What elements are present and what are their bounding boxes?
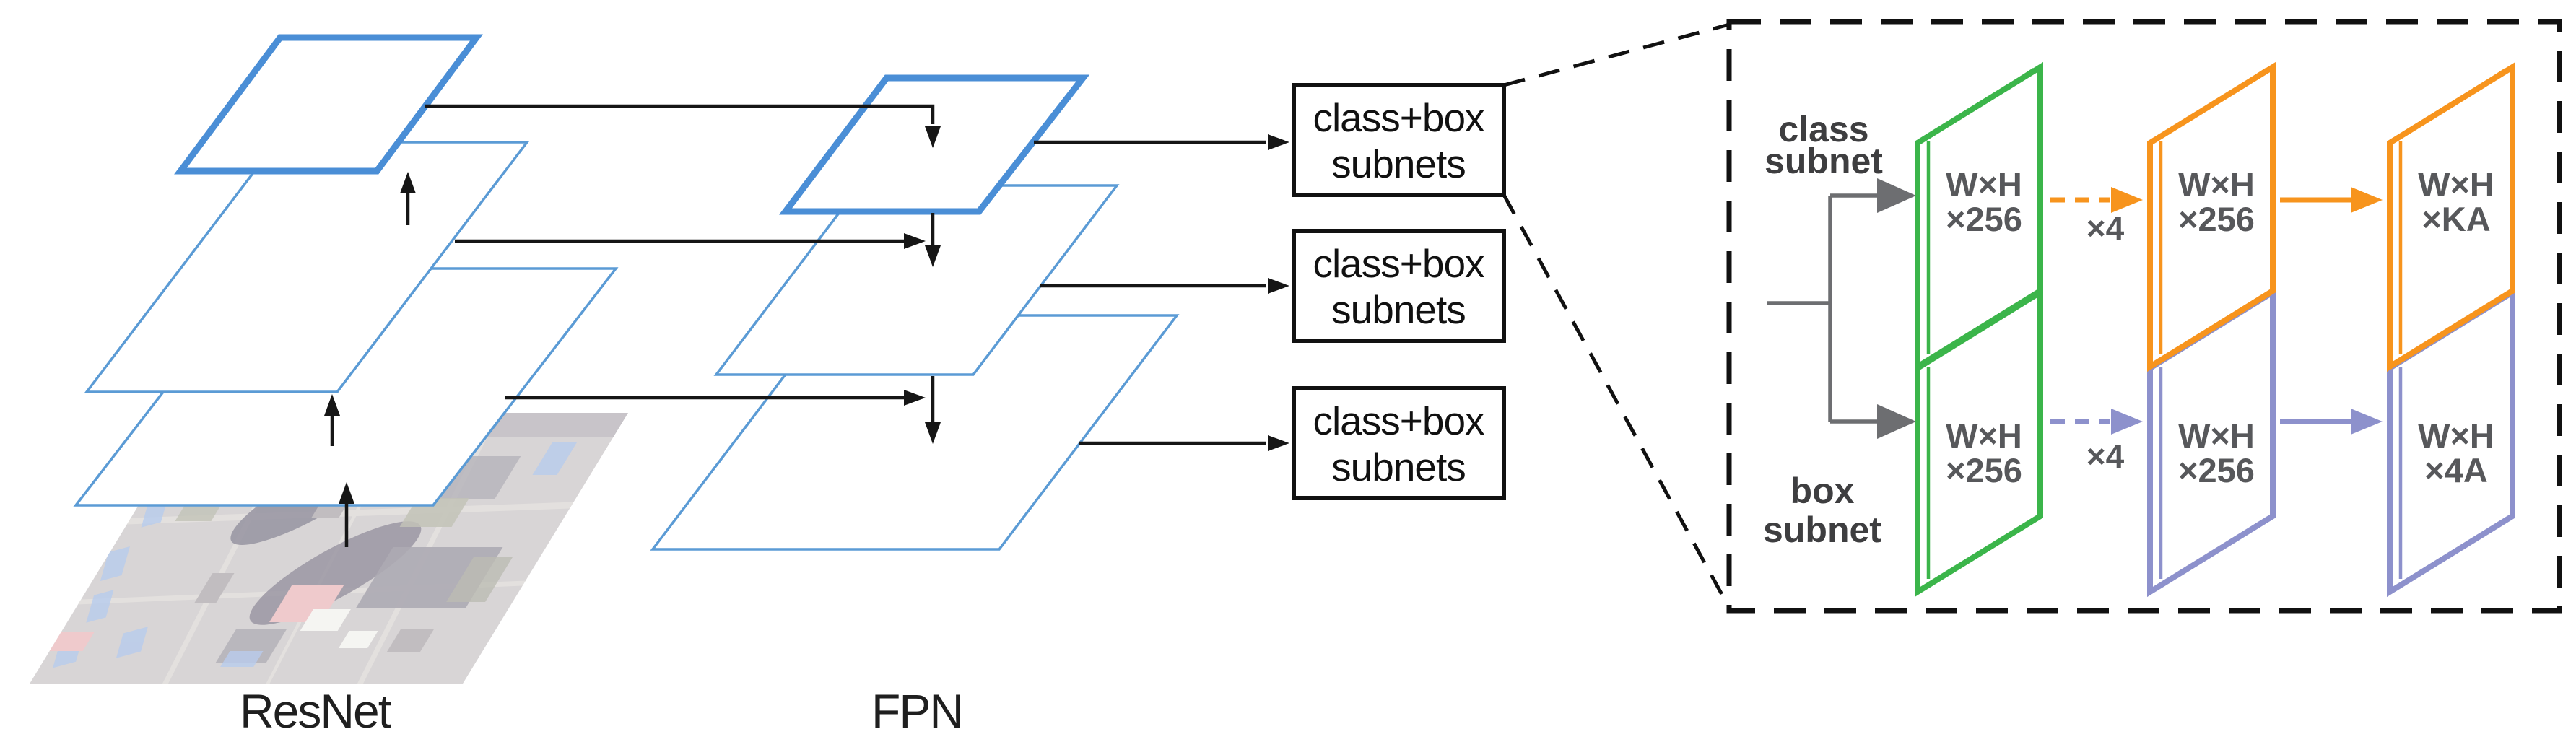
subnet-box-3-line1: class+box <box>1313 398 1484 443</box>
panel-dims-line1: W×H <box>2178 165 2255 204</box>
right-arrowhead-icon <box>1268 435 1289 451</box>
right-arrowhead-icon <box>904 233 926 249</box>
class-subnet-label-line2: subnet <box>1765 141 1883 181</box>
right-arrowhead-icon <box>904 390 926 406</box>
orange-arrowhead-icon <box>2111 187 2143 213</box>
resnet-up-arrow-1 <box>400 172 416 225</box>
fpn-feature-map-p4 <box>713 184 1120 376</box>
resnet-backbone-stack: ResNet <box>29 34 628 738</box>
detail-dashed-border <box>1726 19 2562 614</box>
input-fork <box>1767 178 1916 439</box>
class-subnet-label-line1: class <box>1778 109 1868 149</box>
panel-dims-line2: ×KA <box>2421 200 2490 238</box>
panel-3d-edge <box>2398 68 2507 354</box>
down-arrowhead-icon <box>925 126 941 148</box>
fpn-stack: FPN <box>650 74 1180 738</box>
subnet-box-3: class+box subnets <box>1292 386 1506 500</box>
panel-dims-line2: ×256 <box>1946 200 2022 238</box>
gray-arrowhead-icon <box>1877 404 1916 439</box>
class-conv-output-panel: W×H ×KA <box>2387 61 2515 372</box>
lateral-connections <box>425 104 941 444</box>
class-conv-input-panel: W×H ×256 <box>1915 61 2043 372</box>
panel-dims-line1: W×H <box>2178 416 2255 455</box>
panel-dims-line1: W×H <box>2418 165 2494 204</box>
subnet-box-2-line2: subnets <box>1331 287 1466 332</box>
down-arrowhead-icon <box>925 422 941 444</box>
panel-dims-line1: W×H <box>1946 165 2022 204</box>
panel-3d-edge <box>1926 68 2035 354</box>
box-subnet-label-line2: subnet <box>1763 510 1881 550</box>
panel-dims-line2: ×256 <box>2178 451 2255 489</box>
panel-3d-edge <box>2159 68 2268 354</box>
fpn-label: FPN <box>871 684 962 738</box>
class-row-multiplier: ×4 <box>2087 209 2125 247</box>
class-conv-mid-panel: W×H ×256 <box>2147 61 2276 372</box>
right-arrowhead-icon <box>1268 134 1289 150</box>
box-row-multiplier: ×4 <box>2087 437 2125 475</box>
up-arrowhead-icon <box>324 394 340 416</box>
purple-arrowhead-icon <box>2111 409 2143 435</box>
class-subnet-row: W×H ×256 ×4 W×H ×256 W×H ×KA <box>1915 61 2515 372</box>
zoom-callout-bottom-line <box>1502 193 1731 609</box>
fpn-output-arrows <box>1034 134 1289 451</box>
orange-arrowhead-icon <box>2351 187 2383 213</box>
resnet-feature-map-c5 <box>174 34 483 175</box>
subnet-box-1-line2: subnets <box>1331 141 1466 186</box>
panel-dims-line1: W×H <box>1946 416 2022 455</box>
down-arrowhead-icon <box>925 245 941 267</box>
purple-arrowhead-icon <box>2351 409 2383 435</box>
gray-arrowhead-icon <box>1877 178 1916 213</box>
resnet-label: ResNet <box>240 684 391 738</box>
subnet-box-1: class+box subnets <box>1292 83 1506 197</box>
fpn-feature-map-p5 <box>778 74 1090 215</box>
subnet-box-3-line2: subnets <box>1331 445 1466 489</box>
subnet-boxes: class+box subnets class+box subnets clas… <box>1292 83 1506 500</box>
resnet-feature-map-c4 <box>84 141 530 393</box>
subnet-box-2: class+box subnets <box>1292 229 1506 343</box>
resnet-feature-map-c3 <box>73 267 619 507</box>
resnet-up-arrow-3 <box>339 482 354 547</box>
subnet-box-1-line1: class+box <box>1313 95 1484 140</box>
fpn-feature-map-p3 <box>650 314 1180 551</box>
panel-dims-line2: ×256 <box>1946 451 2022 489</box>
box-subnet-label-line1: box <box>1790 471 1855 511</box>
resnet-up-arrow-2 <box>324 394 340 446</box>
subnet-detail-panel: class subnet box subnet W×H ×256 ×4 W×H <box>1726 19 2562 614</box>
right-arrowhead-icon <box>1268 278 1289 294</box>
panel-dims-line1: W×H <box>2418 416 2494 455</box>
panel-dims-line2: ×256 <box>2178 200 2255 238</box>
subnet-box-2-line1: class+box <box>1313 241 1484 286</box>
up-arrowhead-icon <box>339 482 354 504</box>
zoom-callout-top-line <box>1503 22 1730 87</box>
panel-dims-line2: ×4A <box>2424 451 2488 489</box>
up-arrowhead-icon <box>400 172 416 193</box>
lateral-c5-p5-line <box>425 104 935 124</box>
